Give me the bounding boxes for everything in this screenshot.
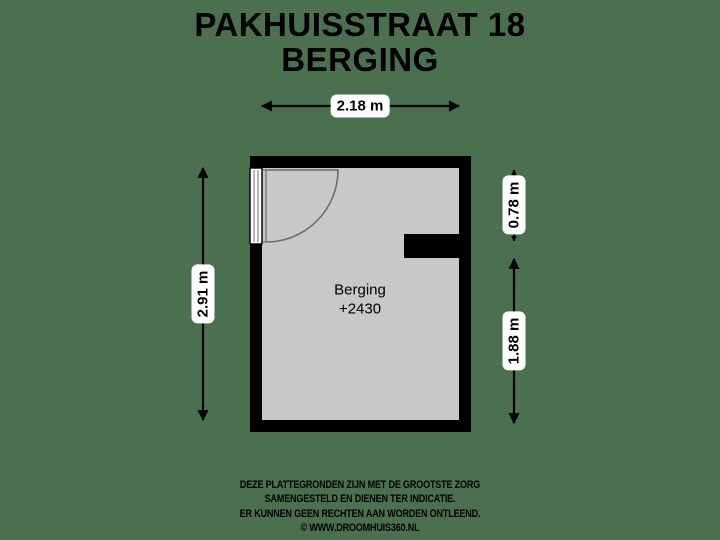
footer-disclaimer: DEZE PLATTEGRONDEN ZIJN MET DE GROOTSTE … <box>65 478 655 535</box>
wall-pillar <box>404 234 459 258</box>
dimension-label-right-lower: 1.88 m <box>502 311 526 371</box>
dimension-label-right-upper: 0.78 m <box>502 175 526 235</box>
dimension-label-left: 2.91 m <box>191 264 215 324</box>
door-assembly <box>262 169 339 243</box>
room-level: +2430 <box>338 300 382 317</box>
door-frame-lines <box>249 167 263 245</box>
footer-line-1: DEZE PLATTEGRONDEN ZIJN MET DE GROOTSTE … <box>239 479 481 491</box>
footer-copyright: © WWW.DROOMHUIS360.NL <box>300 521 420 534</box>
title-subtitle: BERGING <box>281 40 439 78</box>
door-swing-arc <box>265 169 339 243</box>
title-address: PAKHUISSTRAAT 18 <box>194 6 526 43</box>
door-leaf <box>262 169 267 243</box>
footer-line-3: ER KUNNEN GEEN RECHTEN AAN WORDEN ONTLEE… <box>239 507 481 520</box>
door-frame <box>249 167 263 245</box>
room-name: Berging <box>334 281 386 299</box>
footer-line-2: SAMENGESTELD EN DIENEN TER INDICATIE. <box>264 493 456 506</box>
dimension-label-top: 2.18 m <box>330 94 390 118</box>
room-floor <box>262 168 459 420</box>
room-label: Berging +2430 <box>334 281 386 319</box>
page-title: PAKHUISSTRAAT 18 BERGING <box>0 6 720 78</box>
walls-group <box>250 156 471 432</box>
